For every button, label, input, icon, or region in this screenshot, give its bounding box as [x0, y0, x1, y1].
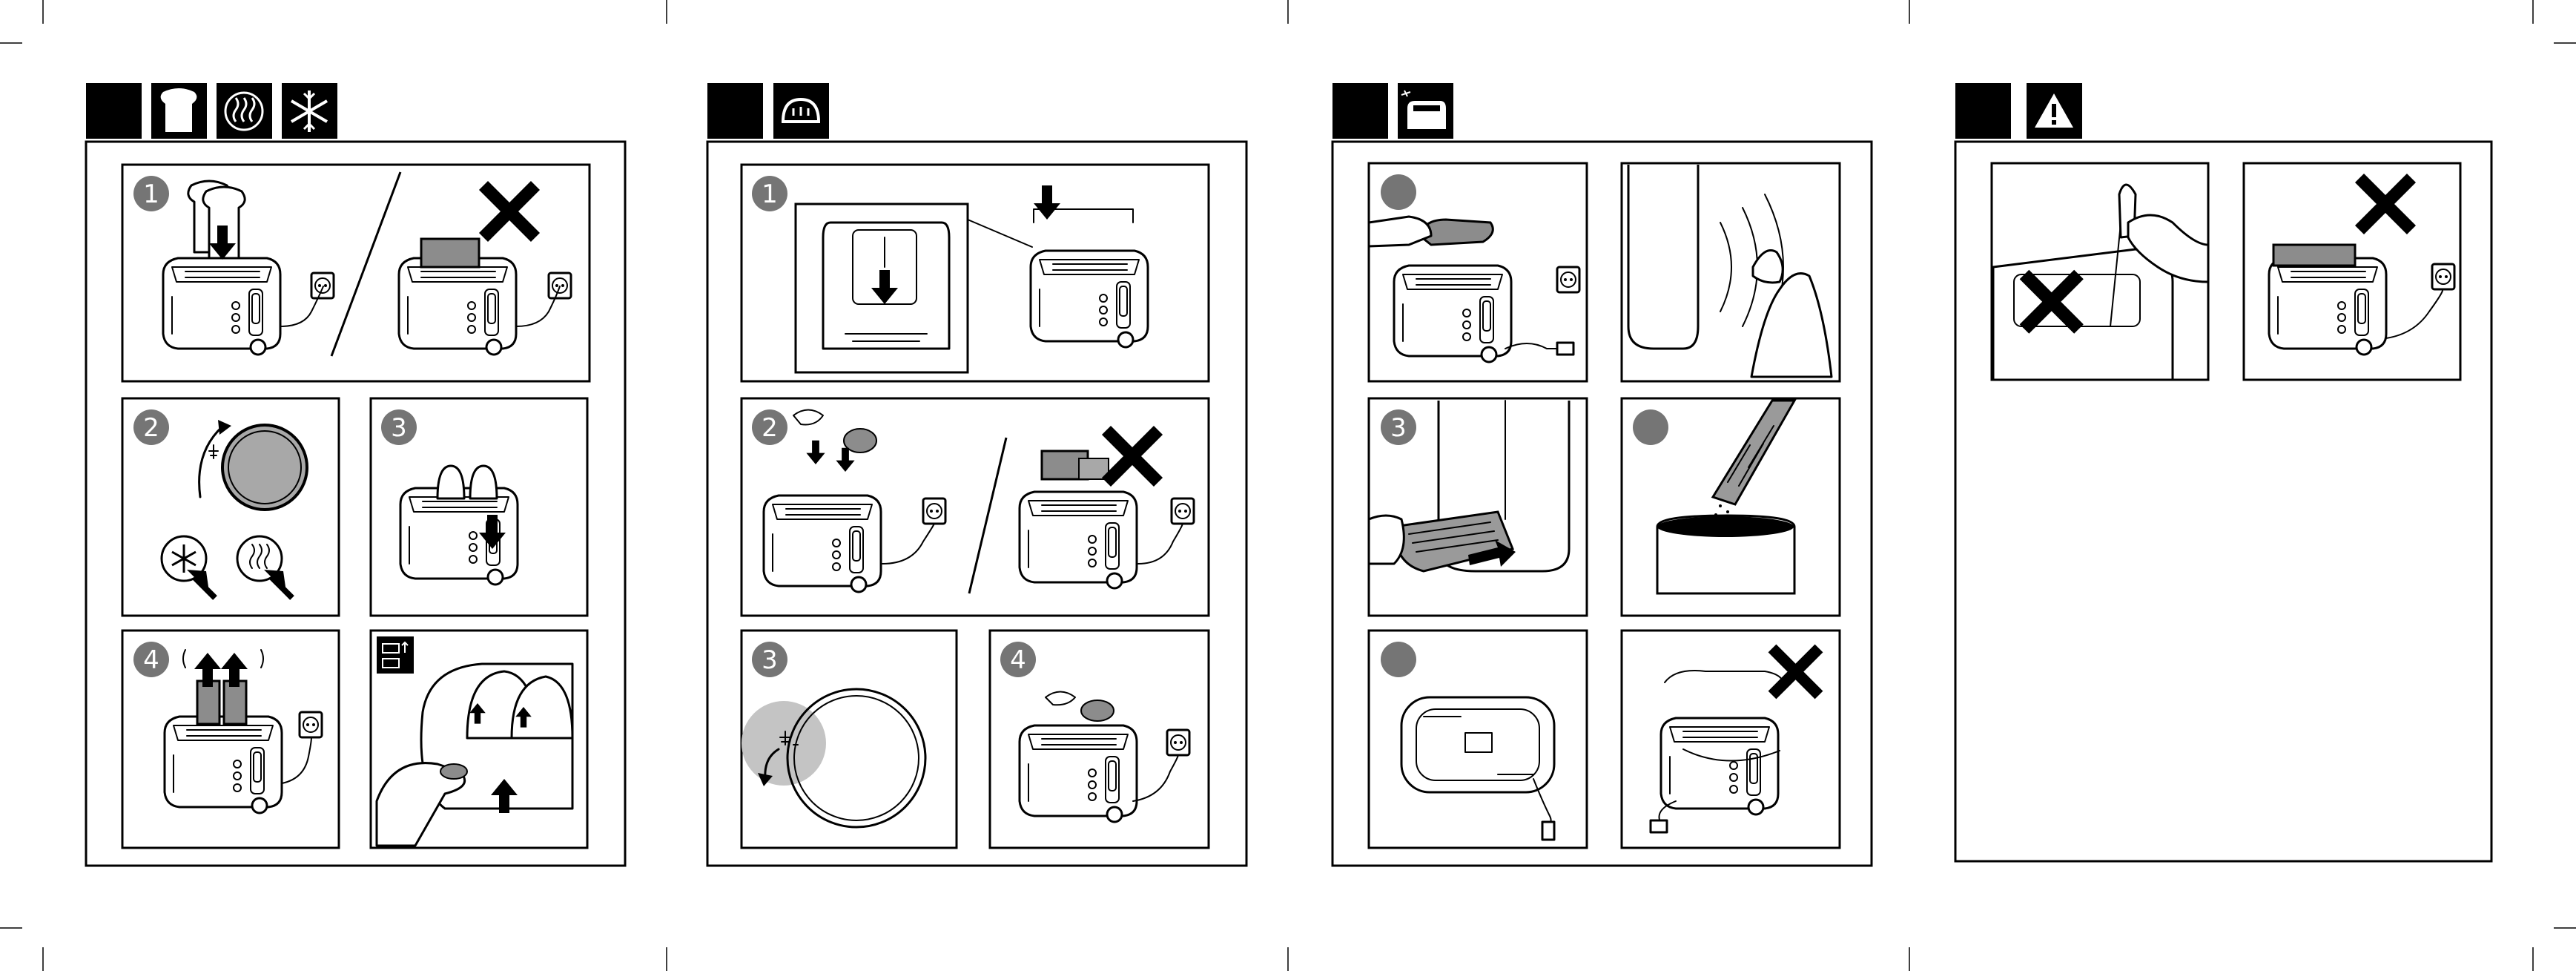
step-1-insert-bread: 1: [122, 165, 589, 381]
section-toast: 1 2: [86, 83, 625, 866]
reheat-icon: [217, 83, 272, 139]
lift-lever-icon: [377, 636, 414, 674]
step-badge: [1381, 174, 1416, 210]
defrost-icon: [282, 83, 337, 139]
browning-dial: [222, 425, 307, 510]
step-badge: 3: [1381, 409, 1416, 445]
step-cool-down: [1622, 163, 1840, 381]
bread-slice-icon: [151, 83, 207, 139]
svg-text:4: 4: [1010, 645, 1026, 675]
warning-icon: [2027, 83, 2082, 139]
step-badge: 2: [752, 409, 787, 445]
step-badge: 3: [381, 409, 417, 445]
section-number-tab: [86, 83, 142, 139]
toaster-clean-icon: [1398, 83, 1453, 139]
step-badge: 1: [752, 176, 787, 211]
step-3-crumb-tray: 3: [1369, 398, 1587, 616]
svg-text:1: 1: [143, 180, 159, 209]
section-warning: [1955, 83, 2491, 861]
step-5-lift-lever: [371, 631, 587, 848]
step-badge: 3: [752, 642, 787, 677]
svg-text:3: 3: [762, 645, 778, 675]
step-4-pop-up: 4: [122, 631, 339, 848]
step-3-set-dial: 3: [742, 631, 957, 848]
section-number-tab: [1332, 83, 1388, 139]
step-1-rack-lever: 1: [742, 165, 1209, 381]
step-badge: [1381, 642, 1416, 677]
step-no-metal-utensils: [1992, 163, 2208, 380]
section-number-tab: [1955, 83, 2011, 139]
section-bun-warming: 1 2: [707, 83, 1246, 866]
step-badge: 2: [133, 409, 169, 445]
step-badge: 1: [133, 176, 169, 211]
svg-text:2: 2: [762, 413, 778, 443]
step-2-browning-dial: 2: [122, 398, 339, 616]
svg-text:3: 3: [391, 413, 407, 443]
svg-text:2: 2: [143, 413, 159, 443]
step-3-lever-down: 3: [371, 398, 587, 616]
svg-text:4: 4: [143, 645, 159, 675]
step-4-warm-buns: 4: [990, 631, 1209, 848]
step-badge: [1633, 409, 1668, 445]
step-empty-tray: [1622, 398, 1840, 616]
section-number-tab: [707, 83, 763, 139]
step-no-cover: [2244, 163, 2460, 380]
step-wipe-unplugged: [1369, 163, 1587, 381]
bun-icon: [773, 83, 829, 139]
step-badge: 4: [1000, 642, 1036, 677]
step-2-place-buns: 2: [742, 398, 1209, 616]
step-no-cord-wrap: [1622, 631, 1840, 848]
svg-text:3: 3: [1390, 413, 1407, 443]
step-badge: 4: [133, 642, 169, 677]
step-cord-storage: [1369, 631, 1587, 848]
svg-text:1: 1: [762, 180, 778, 209]
section-cleaning: 3: [1332, 83, 1872, 866]
